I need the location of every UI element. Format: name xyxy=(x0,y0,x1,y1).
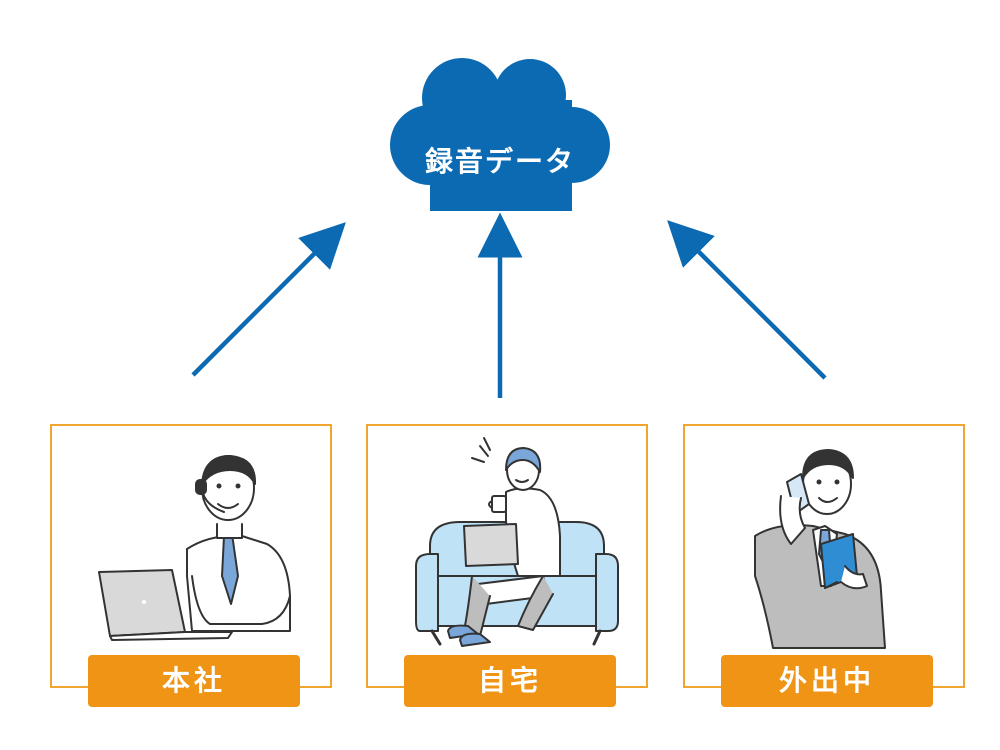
panel-office xyxy=(50,424,332,688)
office-worker-headset-laptop-icon xyxy=(98,455,291,641)
location-tag-home: 自宅 xyxy=(404,655,616,707)
home-worker-sofa-laptop-icon xyxy=(415,437,619,647)
location-tag-office: 本社 xyxy=(88,655,300,707)
arrow-right xyxy=(667,220,827,380)
location-tag-outside: 外出中 xyxy=(721,655,933,707)
outside-worker-phone-notebook-icon xyxy=(754,449,886,649)
cloud-icon xyxy=(390,58,610,211)
panel-outside xyxy=(683,424,965,688)
cloud-label: 録音データ xyxy=(424,145,575,178)
arrow-left xyxy=(191,222,346,377)
panel-home xyxy=(366,424,648,688)
